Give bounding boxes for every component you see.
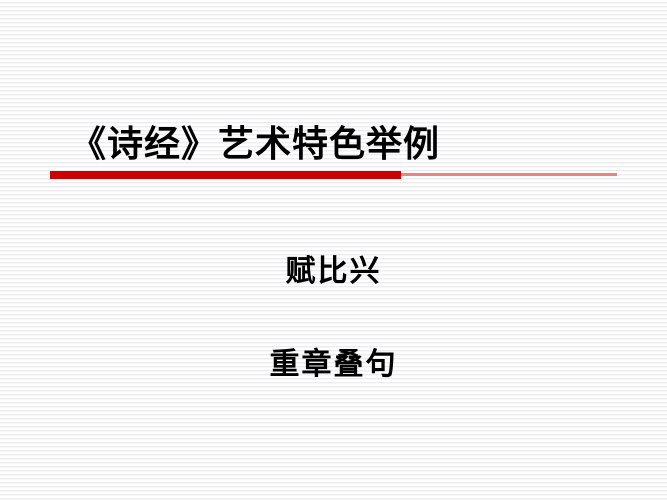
title-block: 《诗经》艺术特色举例	[0, 120, 667, 176]
title-underline-rule	[0, 168, 667, 182]
rule-thick-segment	[50, 171, 401, 179]
body-line: 重章叠句	[269, 347, 398, 382]
body-line: 赋比兴	[285, 254, 382, 289]
slide-title: 《诗经》艺术特色举例	[70, 123, 441, 165]
rule-thin-segment	[401, 173, 617, 176]
